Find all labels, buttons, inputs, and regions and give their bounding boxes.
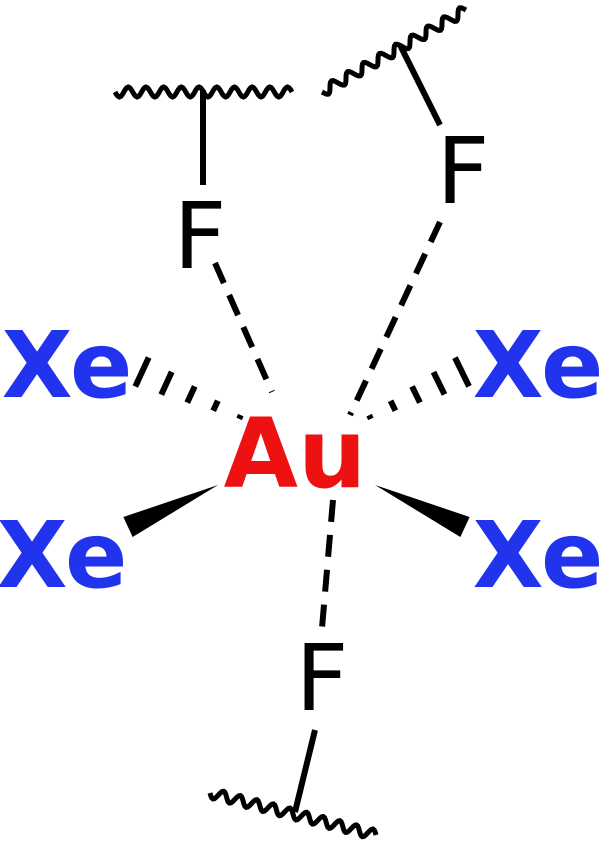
- atom-xe-lower-right: Xe: [473, 502, 600, 609]
- hash-line: [132, 356, 152, 388]
- solid-wedge-au-xe-lower-left: [123, 485, 218, 537]
- hash-line: [158, 370, 175, 396]
- atom-f-top-right: F: [437, 118, 490, 225]
- atom-f-bottom: F: [296, 625, 349, 732]
- dashed-bond-au-f-top-left: [212, 261, 275, 394]
- dashed-bond-au-f-top-right: [347, 220, 443, 417]
- hash-line: [184, 385, 198, 404]
- atom-au: Au: [224, 398, 367, 510]
- hash-line: [430, 370, 448, 396]
- hash-line: [236, 413, 244, 421]
- bond-f-bottom-substituent: [292, 729, 318, 813]
- wavy-bond-top-left: [112, 84, 295, 100]
- hash-line: [452, 356, 472, 388]
- hash-line: [210, 399, 221, 413]
- atom-xe-upper-right: Xe: [473, 312, 600, 419]
- hash-line: [387, 399, 399, 413]
- hash-line: [366, 413, 374, 421]
- atom-xe-upper-left: Xe: [2, 312, 133, 419]
- hashed-wedge-au-xe-upper-left: [132, 356, 244, 421]
- wavy-bond-bottom: [207, 788, 379, 840]
- atom-f-top-left: F: [174, 183, 227, 290]
- solid-wedge-au-xe-lower-right: [375, 485, 470, 537]
- hashed-wedge-au-xe-upper-right: [366, 356, 472, 421]
- hash-line: [409, 385, 423, 404]
- bond-f-top-right-substituent: [397, 43, 443, 127]
- atom-xe-lower-left: Xe: [0, 502, 127, 609]
- wavy-bond-top-right: [320, 5, 468, 97]
- dashed-bond-au-f-bottom: [319, 499, 336, 629]
